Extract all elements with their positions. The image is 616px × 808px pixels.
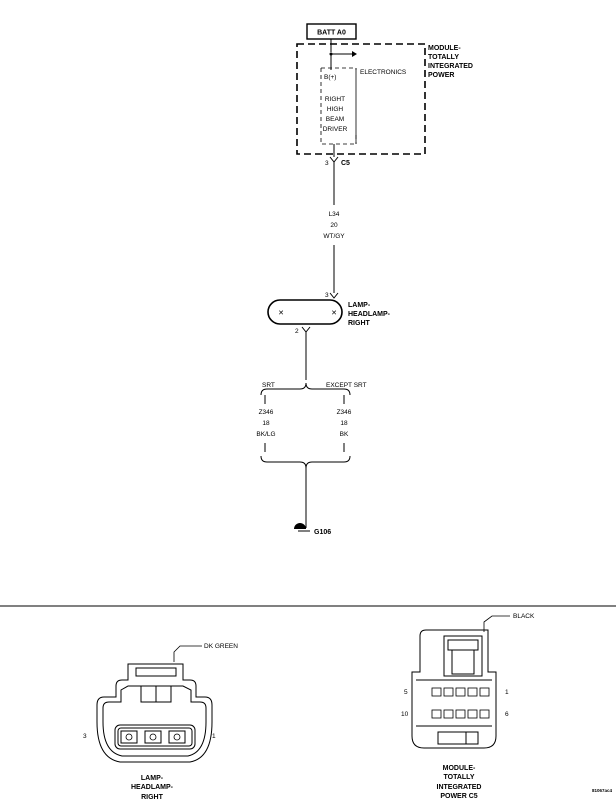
module-connector-pin-5: 5: [404, 689, 408, 696]
lamp-name-line-1: LAMP-: [348, 302, 371, 309]
lamp-name-line-3: RIGHT: [348, 320, 371, 327]
split-right-wire-line-1: Z346: [337, 409, 352, 416]
split-left-wire: Z346 18 BK/LG: [256, 409, 275, 438]
module-connector-name-3: INTEGRATED: [437, 784, 482, 791]
driver-line-3: BEAM: [326, 116, 344, 123]
driver-line-2: HIGH: [327, 106, 344, 113]
lamp-connector-name-2: HEADLAMP-: [131, 784, 174, 791]
lamp-connector-color: DK GREEN: [204, 643, 238, 650]
split-left-wire-line-2: 18: [262, 420, 270, 427]
wire-l34-line-1: L34: [329, 211, 340, 218]
wire-l34-label: L34 20 WT/GY: [323, 211, 345, 240]
lamp-name-line-2: HEADLAMP-: [348, 311, 391, 318]
module-connector-view: BLACK 5 1 10 6 MODULE- TOTALLY INTEGRATE…: [401, 613, 535, 800]
lamp-connector-pin-right: 1: [212, 733, 216, 740]
lamp-filament-left-icon: ✕: [278, 310, 284, 317]
module-connector-id: C5: [341, 160, 350, 167]
module-name-line-1: MODULE-: [428, 45, 461, 52]
electronics-label: ELECTRONICS: [360, 69, 407, 76]
module-connector-pin-1: 1: [505, 689, 509, 696]
ground-g106: G106: [294, 523, 331, 536]
split-left-wire-line-1: Z346: [259, 409, 274, 416]
module-connector-pin-6: 6: [505, 711, 509, 718]
module-connector-c5: 3 C5: [325, 156, 350, 167]
module-name-line-4: POWER: [428, 72, 454, 79]
module-connector-name-1: MODULE-: [443, 765, 476, 772]
lamp-connector-view: DK GREEN 3 1 LAMP- HEADLAMP- RIGHT: [83, 643, 238, 801]
wire-l34-line-3: WT/GY: [323, 233, 345, 240]
module-name-line-3: INTEGRATED: [428, 63, 473, 70]
power-source-label: BATT A0: [317, 30, 346, 37]
split-right-wire: Z346 18 BK: [337, 409, 352, 438]
lamp-filament-right-icon: ✕: [331, 310, 337, 317]
wire-l34-line-2: 20: [330, 222, 338, 229]
module-connector-name-2: TOTALLY: [444, 774, 475, 781]
lamp-headlamp: 3 ✕ ✕ LAMP- HEADLAMP- RIGHT 2: [267, 292, 391, 335]
lamp-connector-name-1: LAMP-: [141, 775, 164, 782]
split-right-wire-line-2: 18: [340, 420, 348, 427]
electronics-box: ELECTRONICS B(+) RIGHT HIGH BEAM DRIVER: [320, 67, 407, 145]
pin-label: B(+): [324, 74, 336, 81]
driver-line-1: RIGHT: [325, 96, 345, 103]
figure-id: 81067ac4: [592, 788, 613, 793]
lamp-connector-name-3: RIGHT: [141, 794, 164, 801]
module-connector-name-4: POWER C5: [440, 793, 477, 800]
module-connector-pin-10: 10: [401, 711, 409, 718]
split-right-label: EXCEPT SRT: [326, 382, 367, 389]
split-right-wire-line-3: BK: [340, 431, 349, 438]
lamp-pin-out: 2: [295, 328, 299, 335]
lamp-connector-pin-left: 3: [83, 733, 87, 740]
module-name-line-2: TOTALLY: [428, 54, 459, 61]
module-connector-color: BLACK: [513, 613, 535, 620]
driver-line-4: DRIVER: [323, 126, 348, 133]
split-labels: SRT EXCEPT SRT: [262, 382, 367, 389]
ground-label: G106: [314, 529, 331, 536]
lamp-pin-in: 3: [325, 292, 329, 299]
module-connector-pin: 3: [325, 160, 329, 167]
module-box: MODULE- TOTALLY INTEGRATED POWER: [296, 43, 473, 155]
split-left-label: SRT: [262, 382, 275, 389]
power-source: BATT A0: [306, 23, 357, 40]
split-left-wire-line-3: BK/LG: [256, 431, 275, 438]
